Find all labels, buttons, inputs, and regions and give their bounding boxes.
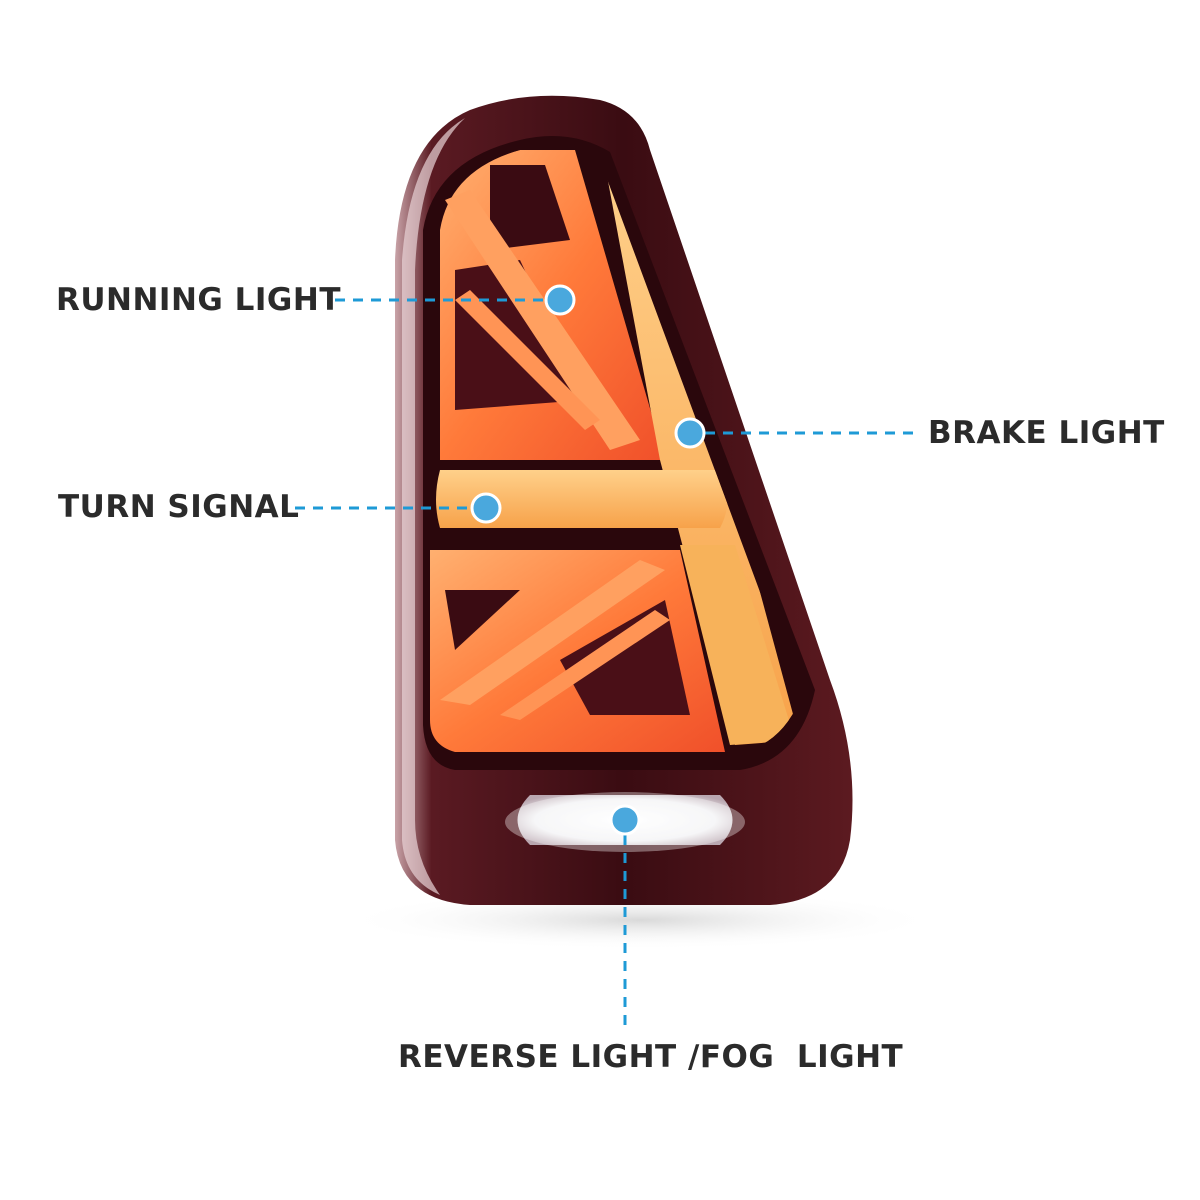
reverse-light-dot (609, 804, 641, 836)
lower-dark-pane-2 (560, 600, 690, 715)
brake-light-label: BRAKE LIGHT (928, 415, 1165, 451)
brake-light-lower (680, 545, 795, 745)
turn-signal-dot (470, 492, 502, 524)
upper-dark-pane-1 (490, 165, 570, 250)
reverse-fog-light-label: REVERSE LIGHT /FOG LIGHT (398, 1039, 904, 1075)
brake-light-dot (674, 417, 706, 449)
upper-diagonal-bar-2 (455, 290, 600, 430)
running-light-dot (544, 284, 576, 316)
lower-diagonal-bar-2 (500, 610, 670, 720)
upper-diagonal-bar (445, 190, 640, 450)
lower-diagonal-bar (440, 560, 665, 705)
turn-signal-label: TURN SIGNAL (58, 489, 300, 525)
running-light-label: RUNNING LIGHT (56, 282, 341, 318)
housing-edge (402, 118, 465, 895)
lower-dark-pane-1 (445, 590, 520, 650)
callout-dots (470, 284, 706, 836)
turn-signal-bar (436, 470, 728, 528)
callout-lines (295, 298, 915, 1030)
